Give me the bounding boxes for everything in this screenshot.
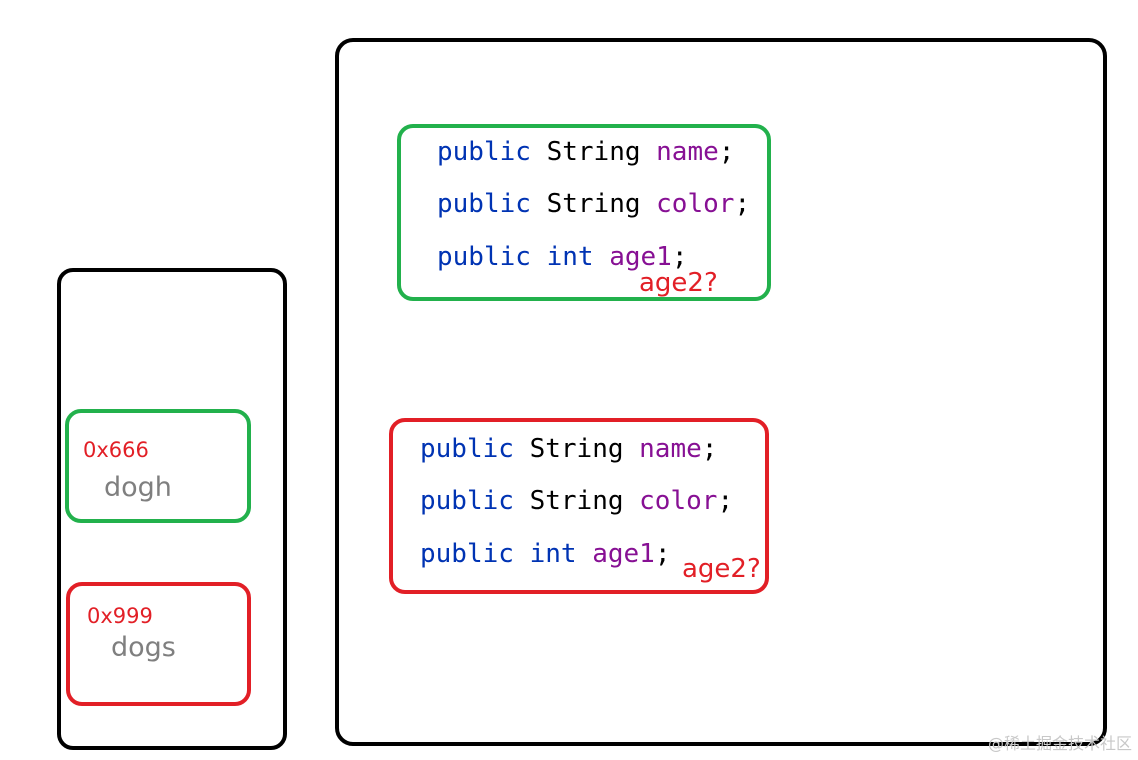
note-age2-green: age2? bbox=[639, 268, 718, 298]
code-field: age1 bbox=[609, 242, 672, 272]
code-type: String bbox=[529, 486, 624, 516]
code-line: public int age1; bbox=[437, 244, 687, 270]
code-line: public int age1; bbox=[420, 541, 670, 567]
code-field: age1 bbox=[592, 539, 655, 569]
ref-address-dogh: 0x666 bbox=[83, 438, 149, 462]
code-keyword: public bbox=[420, 434, 514, 464]
watermark: @稀土掘金技术社区 bbox=[987, 734, 1132, 753]
stack-frame bbox=[57, 268, 287, 750]
heap-frame bbox=[335, 38, 1107, 746]
code-type: int bbox=[529, 539, 577, 569]
code-field: color bbox=[639, 486, 718, 516]
code-end: ; bbox=[734, 189, 751, 219]
code-line: public String name; bbox=[437, 139, 734, 165]
code-line: public String color; bbox=[420, 488, 733, 514]
stack-ref-dogh bbox=[65, 409, 251, 523]
code-field: name bbox=[639, 434, 702, 464]
ref-address-dogs: 0x999 bbox=[87, 604, 153, 628]
code-field: name bbox=[656, 137, 719, 167]
code-end: ; bbox=[701, 434, 718, 464]
code-end: ; bbox=[717, 486, 734, 516]
code-keyword: public bbox=[420, 486, 514, 516]
heap-object-red bbox=[389, 418, 769, 594]
code-line: public String color; bbox=[437, 191, 750, 217]
code-type: String bbox=[546, 189, 641, 219]
code-type: int bbox=[546, 242, 594, 272]
code-end: ; bbox=[654, 539, 671, 569]
note-age2-red: age2? bbox=[682, 554, 761, 584]
ref-name-dogs: dogs bbox=[111, 632, 176, 663]
code-type: String bbox=[546, 137, 641, 167]
code-end: ; bbox=[718, 137, 735, 167]
heap-object-green bbox=[397, 124, 771, 301]
code-keyword: public bbox=[437, 189, 531, 219]
ref-name-dogh: dogh bbox=[104, 472, 172, 503]
code-keyword: public bbox=[420, 539, 514, 569]
code-end: ; bbox=[671, 242, 688, 272]
stack-ref-dogs bbox=[66, 582, 251, 706]
code-type: String bbox=[529, 434, 624, 464]
code-field: color bbox=[656, 189, 735, 219]
code-keyword: public bbox=[437, 242, 531, 272]
code-keyword: public bbox=[437, 137, 531, 167]
code-line: public String name; bbox=[420, 436, 717, 462]
